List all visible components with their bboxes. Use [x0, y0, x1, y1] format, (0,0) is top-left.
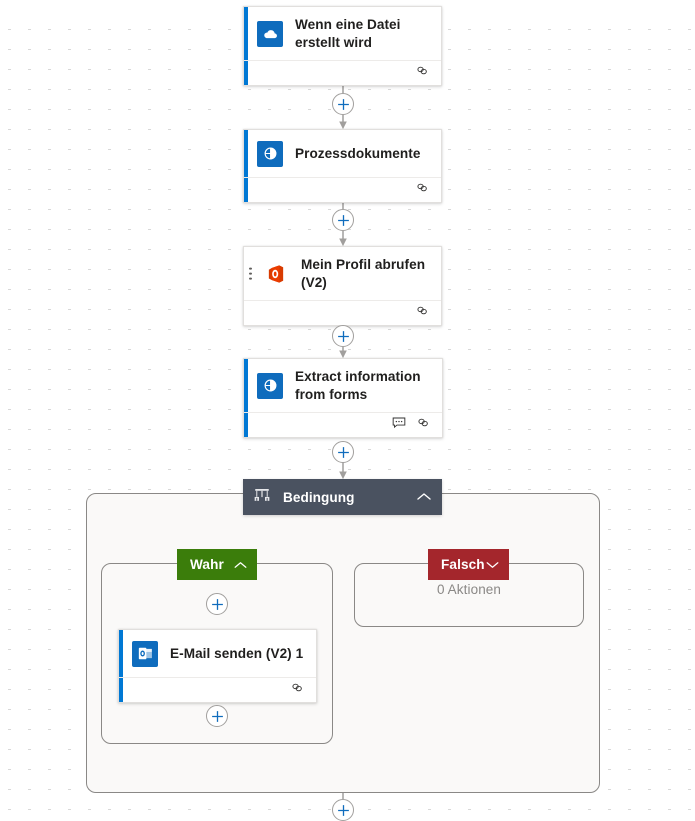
branch-false-label: Falsch — [441, 557, 485, 572]
node-accent-bar — [244, 359, 248, 438]
comment-icon[interactable] — [392, 416, 406, 434]
branch-false-pill[interactable]: Falsch — [428, 549, 509, 580]
office-365-users-icon — [263, 261, 289, 287]
condition-node-header[interactable]: Bedingung — [243, 479, 442, 515]
chevron-up-icon[interactable] — [234, 557, 247, 572]
link-icon[interactable] — [415, 304, 430, 322]
branch-true-label: Wahr — [190, 557, 224, 572]
ai-builder-icon — [257, 140, 283, 167]
branch-true-pill[interactable]: Wahr — [177, 549, 257, 580]
node-header[interactable]: Wenn eine Datei erstellt wird — [244, 7, 441, 60]
node-footer — [244, 300, 441, 325]
node-footer — [244, 60, 441, 85]
false-branch-empty-label: 0 Aktionen — [436, 582, 502, 597]
insert-step-button-after-profil[interactable] — [332, 325, 354, 347]
node-title: Extract information from forms — [295, 369, 421, 402]
node-title: E-Mail senden (V2) 1 — [170, 645, 304, 661]
node-title: Prozessdokumente — [295, 145, 421, 161]
flow-node-email-senden[interactable]: E-Mail senden (V2) 1 — [118, 629, 317, 703]
insert-step-button-true-after-email[interactable] — [206, 705, 228, 727]
link-icon[interactable] — [415, 181, 430, 199]
node-footer — [244, 412, 442, 437]
flow-node-trigger[interactable]: Wenn eine Datei erstellt wird — [243, 6, 442, 87]
insert-step-button-true-before-email[interactable] — [206, 593, 228, 615]
link-icon[interactable] — [415, 64, 430, 82]
onedrive-cloud-icon — [257, 20, 283, 47]
condition-title: Bedingung — [283, 489, 355, 505]
node-title: Mein Profil abrufen (V2) — [301, 257, 426, 290]
node-title: Wenn eine Datei erstellt wird — [295, 17, 401, 50]
node-header[interactable]: Mein Profil abrufen (V2) — [244, 247, 441, 300]
outlook-icon — [132, 640, 158, 667]
chevron-up-icon[interactable] — [417, 488, 431, 506]
node-header[interactable]: Prozessdokumente — [244, 130, 441, 177]
node-accent-bar — [244, 130, 248, 202]
drag-handle-icon[interactable] — [249, 267, 252, 281]
node-header[interactable]: E-Mail senden (V2) 1 — [119, 630, 316, 677]
chevron-down-icon[interactable] — [486, 557, 499, 572]
link-icon[interactable] — [416, 416, 431, 434]
node-accent-bar — [119, 630, 123, 702]
insert-step-button-after-trigger[interactable] — [332, 93, 354, 115]
flow-node-prozessdokumente[interactable]: Prozessdokumente — [243, 129, 442, 203]
node-footer — [244, 177, 441, 202]
link-icon[interactable] — [290, 681, 305, 699]
condition-scales-icon — [253, 486, 271, 509]
flow-node-mein-profil-abrufen[interactable]: Mein Profil abrufen (V2) — [243, 246, 442, 327]
node-accent-bar — [244, 7, 248, 86]
insert-step-button-after-prozessdokumente[interactable] — [332, 209, 354, 231]
node-header[interactable]: Extract information from forms — [244, 359, 442, 412]
ai-builder-icon — [257, 372, 283, 399]
flow-node-extract-information-from-forms[interactable]: Extract information from forms — [243, 358, 443, 439]
insert-step-button-after-condition[interactable] — [332, 799, 354, 821]
node-footer — [119, 677, 316, 702]
insert-step-button-after-extract[interactable] — [332, 441, 354, 463]
